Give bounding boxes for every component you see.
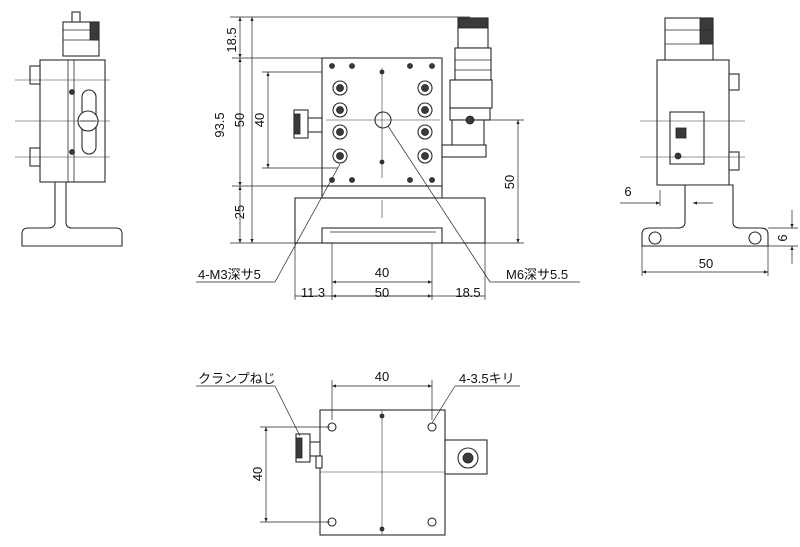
dim-label-6-right: 6 bbox=[775, 234, 790, 241]
callout-clamp-screw: クランプねじ bbox=[198, 371, 276, 386]
left-screw-1 bbox=[69, 89, 75, 95]
right-side-knob-top bbox=[728, 73, 740, 91]
left-micrometer-cap bbox=[71, 11, 81, 23]
dim-label-40-horizontal: 40 bbox=[375, 265, 389, 280]
front-left-hole-column bbox=[332, 80, 348, 164]
dim-label-50-vertical: 50 bbox=[232, 113, 247, 127]
front-slider bbox=[321, 185, 443, 199]
dim-label-40-top: 40 bbox=[375, 369, 389, 384]
right-side-knob-bottom bbox=[728, 151, 740, 171]
front-micrometer bbox=[441, 17, 493, 158]
dim-label-50-right: 50 bbox=[502, 175, 517, 189]
left-screw-2 bbox=[69, 149, 75, 155]
top-view: 40 40 4-3.5キリ クランプねじ bbox=[196, 369, 520, 536]
dim-label-50-base: 50 bbox=[375, 285, 389, 300]
dim-label-93-5: 93.5 bbox=[212, 112, 227, 137]
right-side-view: 5 0 45 40 35 30 6 6 bbox=[620, 17, 798, 276]
dim-label-40-top-vertical: 40 bbox=[250, 467, 265, 481]
dim-label-6-left: 6 bbox=[624, 184, 631, 199]
callout-through-holes: 4-3.5キリ bbox=[459, 371, 515, 386]
dim-label-18-5-right: 18.5 bbox=[455, 285, 480, 300]
callout-4-m3-holes: 4-M3深サ5 bbox=[198, 267, 261, 282]
front-right-hole-column bbox=[417, 80, 433, 164]
dim-label-25: 25 bbox=[232, 205, 247, 219]
front-base-foot bbox=[321, 227, 443, 244]
dim-label-18-5: 18.5 bbox=[224, 27, 239, 52]
front-view: 18.5 93.5 50 40 25 50 40 11.3 50 18.5 4-… bbox=[196, 16, 580, 300]
dim-label-50-right-view: 50 bbox=[699, 256, 713, 271]
left-side-knob-top bbox=[29, 65, 41, 85]
left-side-view bbox=[15, 11, 123, 247]
dim-label-40-vertical: 40 bbox=[252, 113, 267, 127]
top-through-holes bbox=[327, 422, 437, 527]
left-bracket-foot bbox=[21, 181, 123, 247]
callout-m6-hole: M6深サ5.5 bbox=[506, 267, 568, 282]
left-micrometer-knurl bbox=[89, 21, 100, 41]
top-table-plate bbox=[319, 409, 446, 536]
dim-label-11-3: 11.3 bbox=[301, 285, 325, 300]
